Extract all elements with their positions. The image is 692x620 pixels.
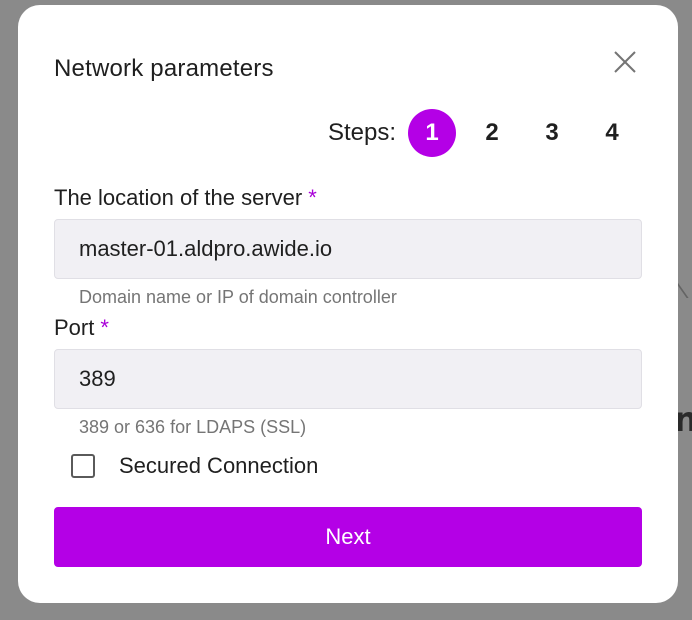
network-parameters-dialog: Network parameters Steps: 1 2 3 4 The lo…: [18, 5, 678, 603]
port-input[interactable]: [54, 349, 642, 409]
dialog-title: Network parameters: [54, 55, 274, 82]
steps-label: Steps:: [328, 119, 397, 146]
port-label-text: Port: [54, 315, 95, 340]
close-button[interactable]: [608, 45, 642, 79]
next-button[interactable]: Next: [54, 507, 642, 567]
required-mark: *: [100, 315, 109, 340]
step-3[interactable]: 3: [545, 119, 559, 146]
port-label: Port*: [54, 315, 109, 341]
close-icon: [614, 51, 636, 73]
server-location-input[interactable]: [54, 219, 642, 279]
secured-connection-row[interactable]: Secured Connection: [71, 453, 318, 479]
step-4[interactable]: 4: [605, 119, 619, 146]
server-location-label: The location of the server*: [54, 185, 317, 211]
step-2[interactable]: 2: [485, 119, 499, 146]
server-location-label-text: The location of the server: [54, 185, 303, 210]
background-text-fragment: n: [673, 400, 692, 440]
step-1[interactable]: 1: [408, 109, 457, 157]
secured-connection-label[interactable]: Secured Connection: [119, 453, 319, 478]
secured-connection-checkbox[interactable]: [71, 454, 95, 478]
stepper: Steps: 1 2 3 4: [328, 109, 648, 157]
port-hint: 389 or 636 for LDAPS (SSL): [79, 417, 307, 437]
server-location-hint: Domain name or IP of domain controller: [79, 287, 397, 307]
required-mark: *: [308, 185, 317, 210]
